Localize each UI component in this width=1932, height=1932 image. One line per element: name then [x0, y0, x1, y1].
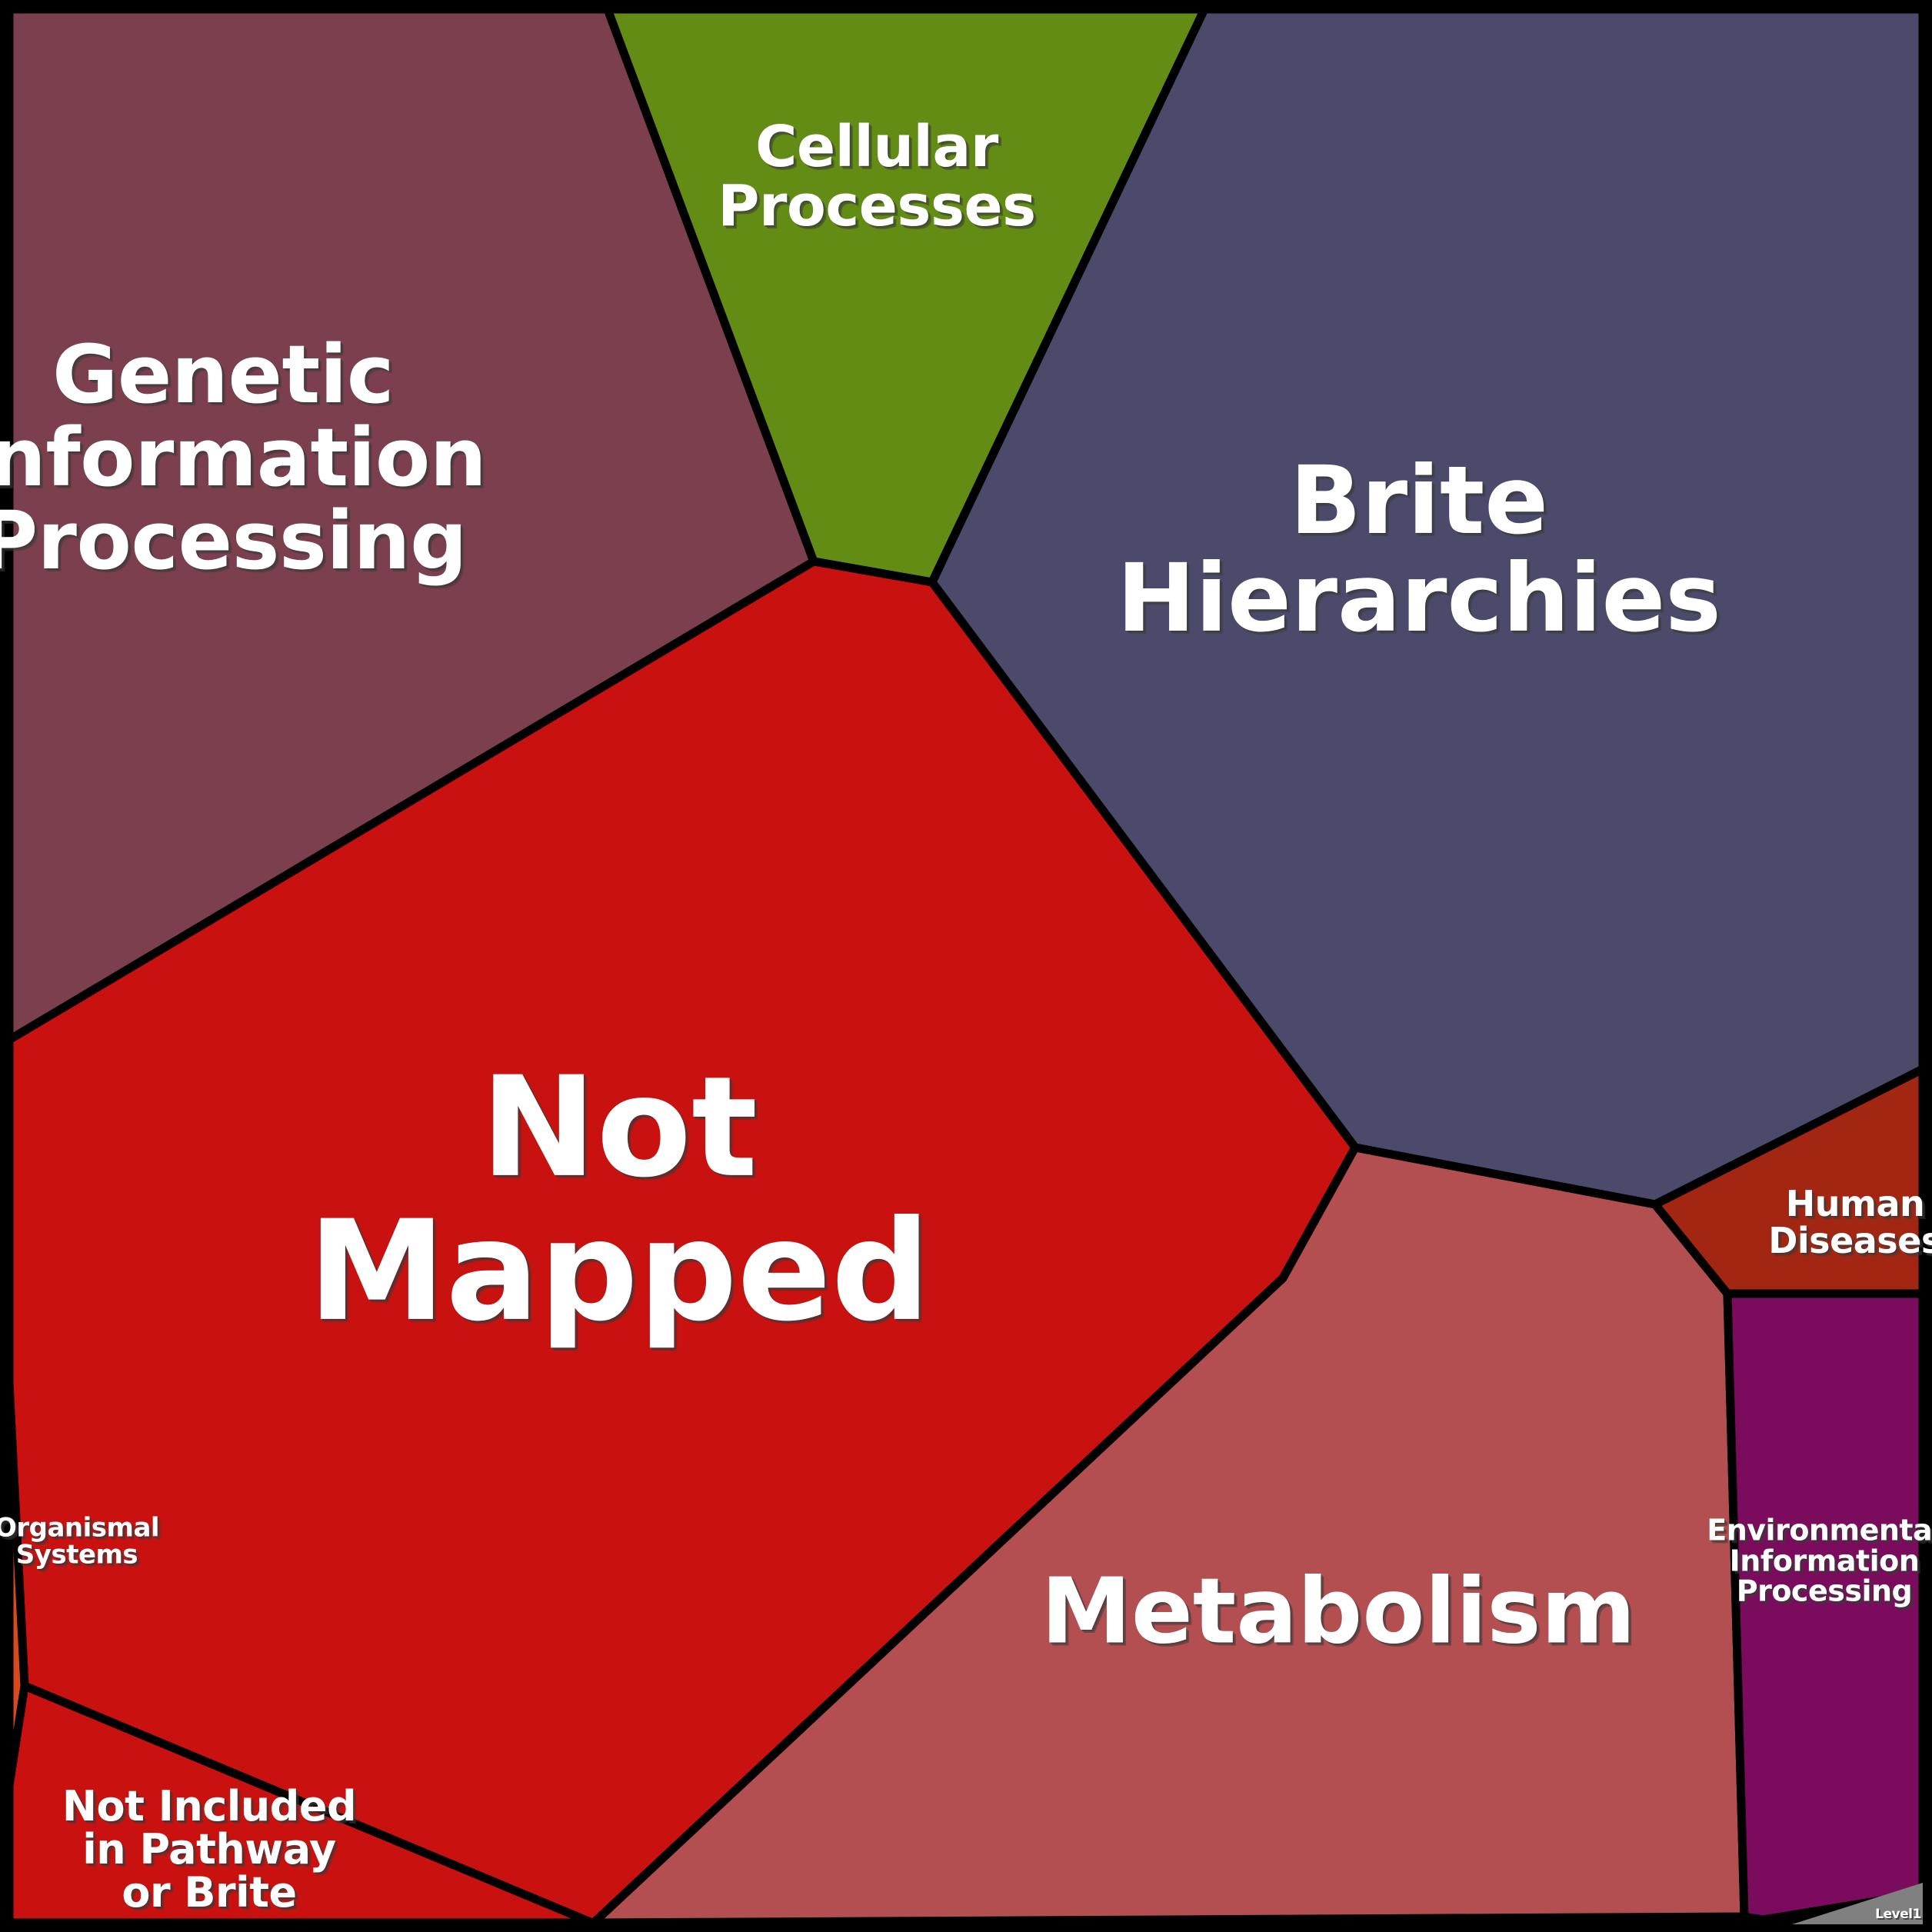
level-badge-shape — [1792, 1883, 1923, 1924]
cell-not-included-in-pathway-or-brite[interactable] — [5, 1680, 595, 1927]
cell-environmental-information-processing[interactable] — [1723, 1289, 1927, 1924]
